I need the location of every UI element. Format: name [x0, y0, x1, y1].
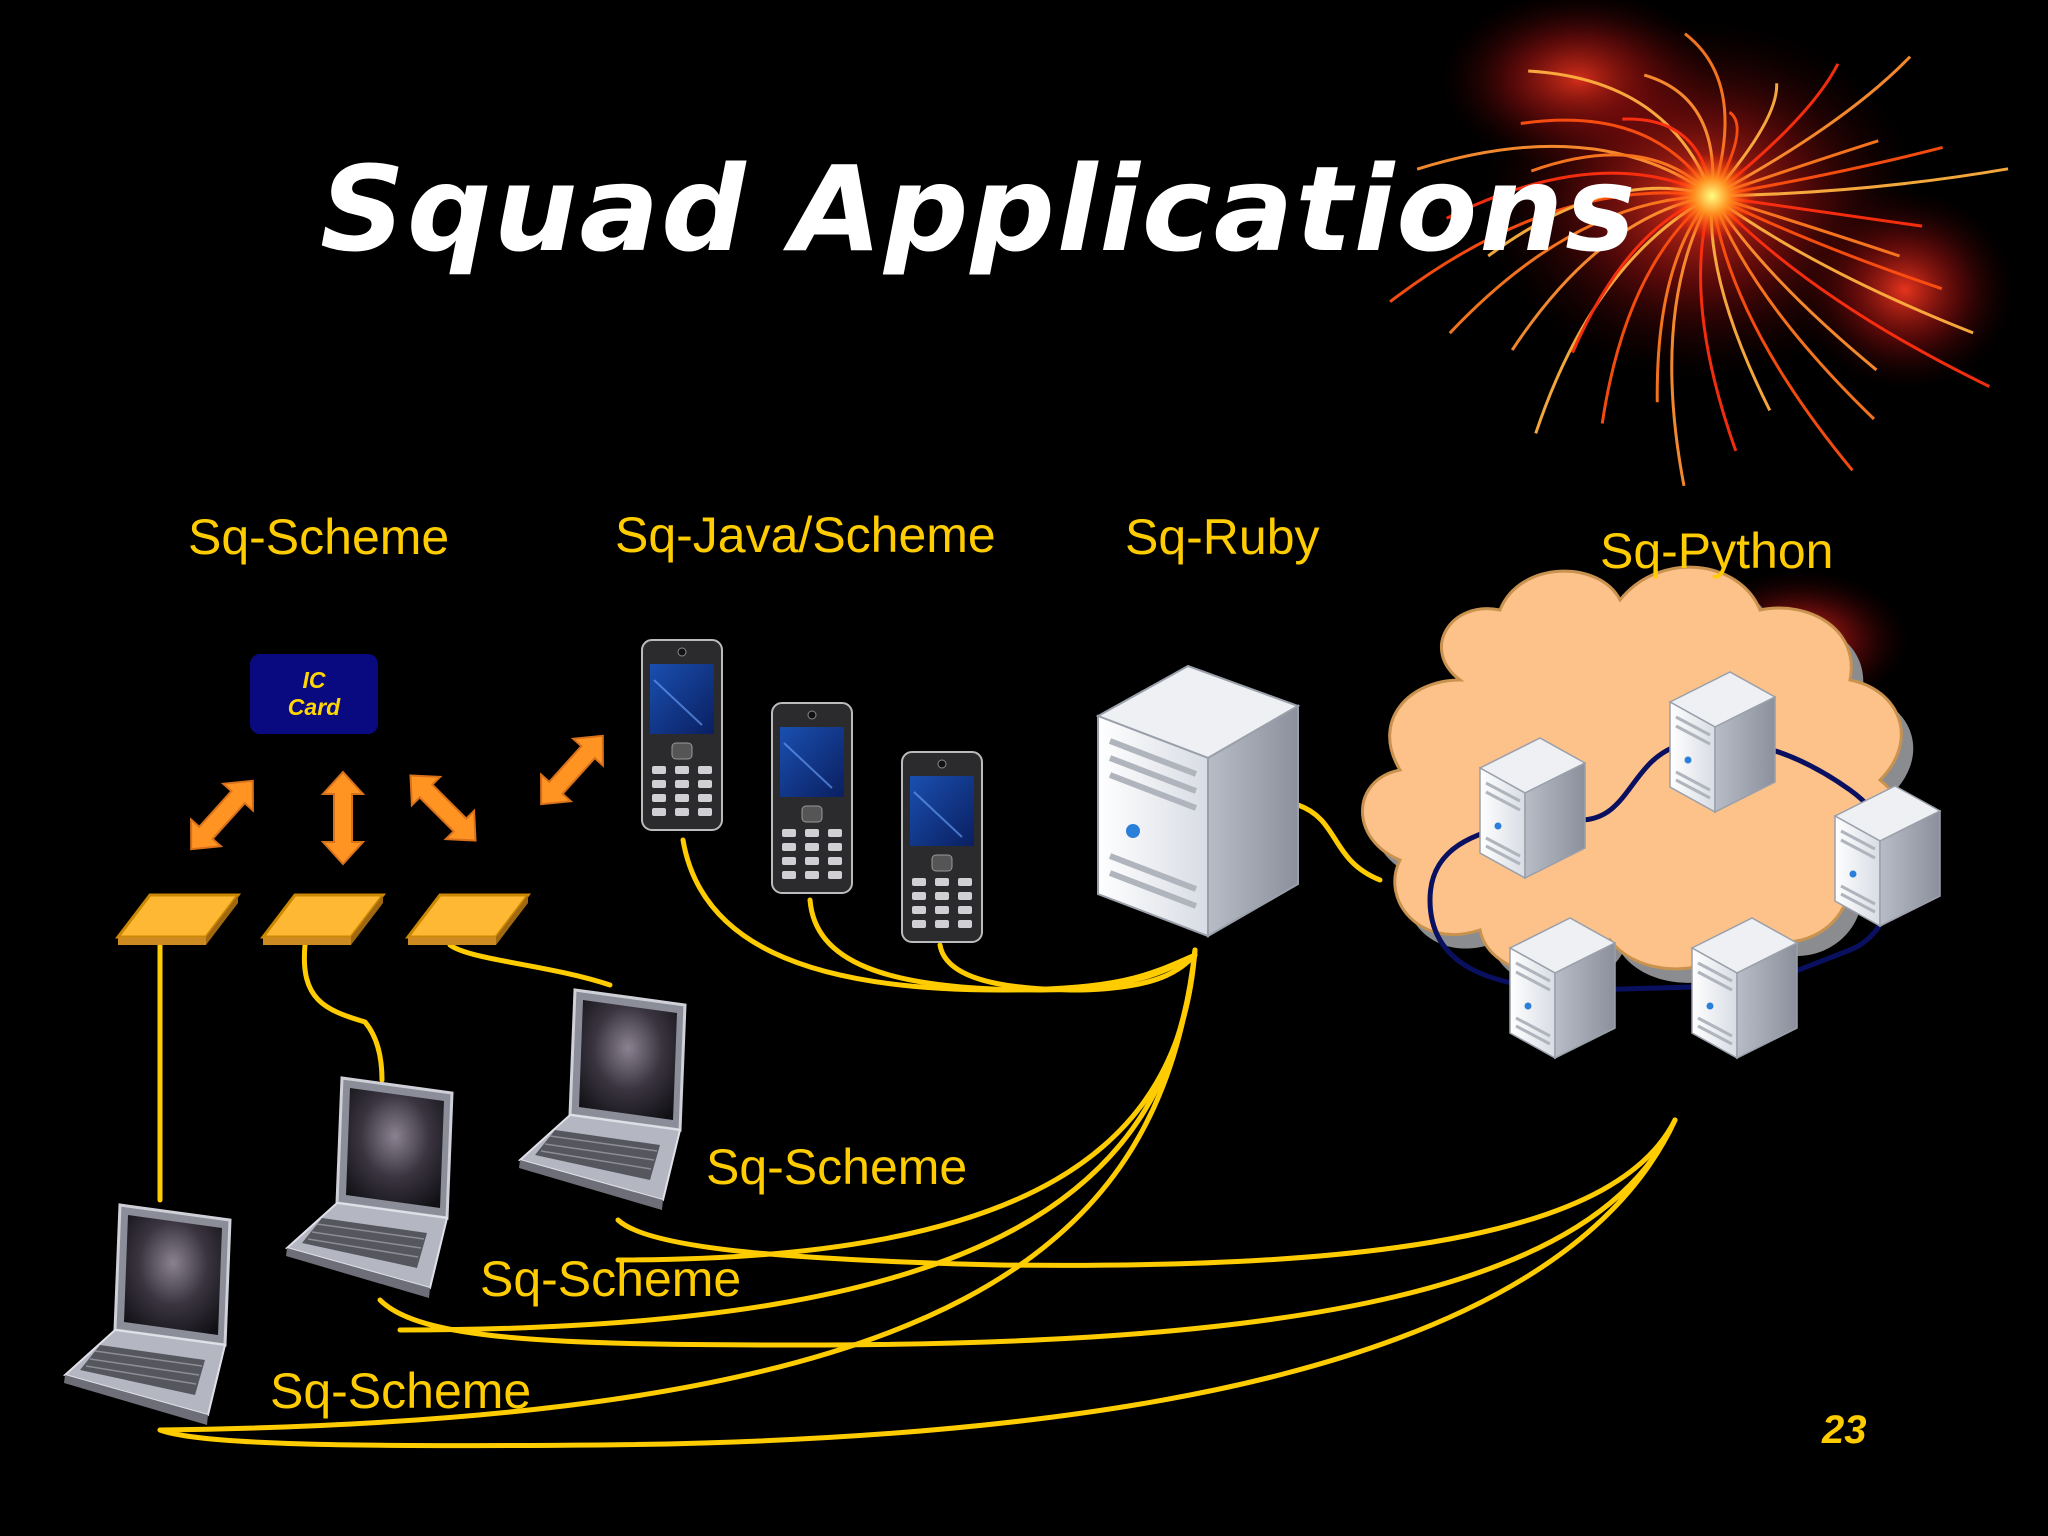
label-laptop-3: Sq-Scheme — [270, 1363, 532, 1419]
card-reader-icon — [116, 893, 240, 947]
label-sq-java-scheme: Sq-Java/Scheme — [615, 507, 996, 563]
page-number: 23 — [1822, 1408, 1867, 1452]
laptop-icon — [284, 1076, 454, 1300]
double-arrow-icon — [175, 766, 269, 864]
ic-card-icon: IC Card — [250, 654, 378, 734]
cables — [157, 802, 1678, 1449]
slide-title: Squad Applications — [320, 140, 1638, 278]
laptop-icon — [62, 1203, 232, 1427]
ic-card-label-2: Card — [287, 694, 341, 720]
label-laptop-2: Sq-Scheme — [480, 1251, 742, 1307]
card-reader-icon — [406, 893, 530, 947]
double-arrow-icon — [322, 771, 364, 865]
label-sq-ruby: Sq-Ruby — [1125, 509, 1320, 565]
cloud-icon — [1361, 565, 1918, 987]
card-reader-icon — [261, 893, 385, 947]
server-icon — [1098, 666, 1298, 936]
label-sq-scheme-group: Sq-Scheme — [188, 509, 450, 565]
double-arrow-icon — [395, 760, 491, 856]
label-laptop-1: Sq-Scheme — [706, 1139, 968, 1195]
mobile-phone-icon — [641, 639, 723, 831]
laptop-icon — [517, 988, 687, 1212]
mobile-phone-icon — [771, 702, 853, 894]
double-arrow-icon — [525, 721, 619, 819]
label-sq-python: Sq-Python — [1600, 523, 1834, 579]
mobile-phone-icon — [901, 751, 983, 943]
ic-card-label-1: IC — [302, 667, 326, 693]
